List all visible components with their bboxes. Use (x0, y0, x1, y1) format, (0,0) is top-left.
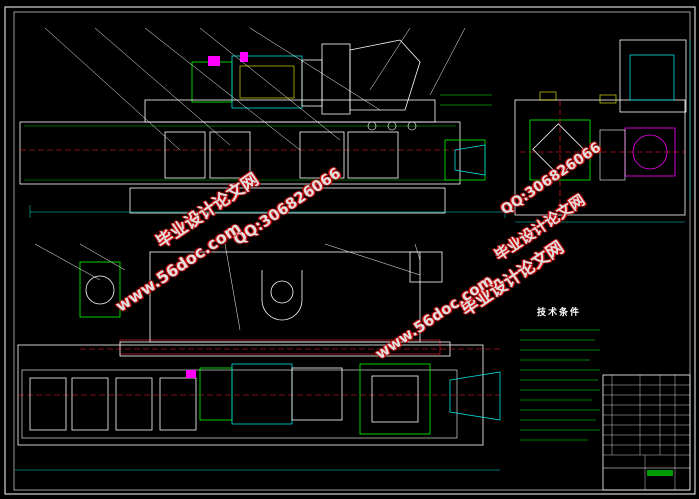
title-block (602, 374, 691, 491)
side-elevation-view (514, 39, 691, 223)
plan-view (15, 339, 501, 471)
drawing-inner-frame (13, 11, 691, 491)
technical-requirements-title: 技术条件 (537, 308, 582, 318)
middle-elevation-view (34, 236, 500, 357)
technical-requirements-block (520, 329, 600, 441)
drawing-frame (4, 6, 696, 495)
front-elevation-view (19, 27, 506, 218)
